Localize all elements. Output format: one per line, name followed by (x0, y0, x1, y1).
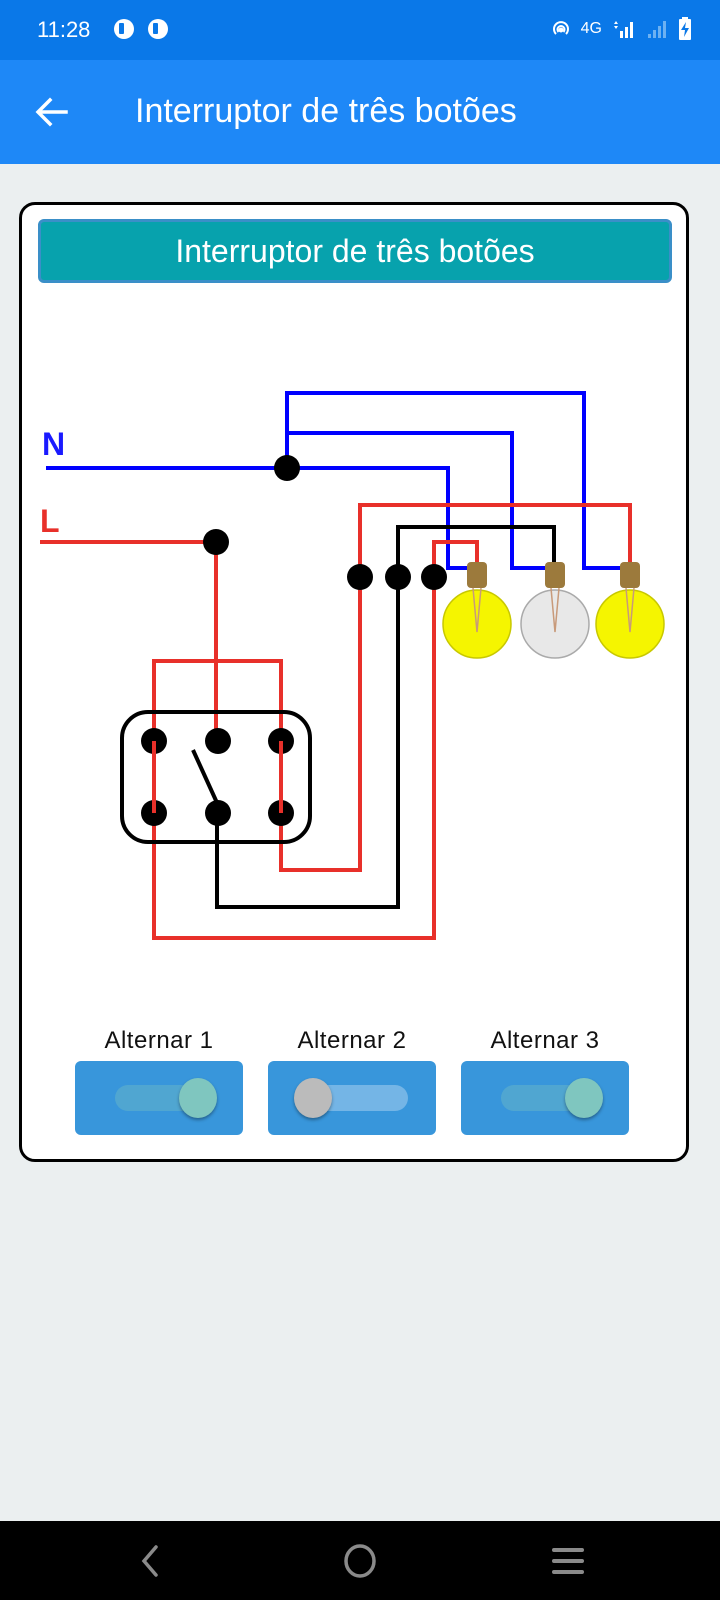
line-label: L (40, 503, 60, 539)
wiring-diagram: N L (40, 391, 665, 940)
toggle-label: Alternar 1 (104, 1027, 214, 1054)
status-icons: 4G (551, 16, 692, 42)
line-junction (203, 529, 229, 555)
hotspot-icon (552, 21, 569, 35)
home-icon (344, 1544, 376, 1578)
toggle-group-2: Alternar 2 (267, 1027, 437, 1135)
toggle-label: Alternar 3 (490, 1027, 600, 1054)
toggle-group-1: Alternar 1 (74, 1027, 244, 1135)
toggle-thumb[interactable] (179, 1078, 217, 1118)
nav-recents-button[interactable] (546, 1539, 590, 1583)
toggle-switch-1[interactable] (75, 1061, 243, 1135)
junctions (203, 455, 447, 590)
app-notification-icon (148, 19, 168, 39)
terminal-1 (347, 564, 373, 590)
neutral-wires (46, 391, 624, 570)
toggle-thumb[interactable] (294, 1078, 332, 1118)
signal-weak-icon (648, 21, 666, 38)
terminal-3 (421, 564, 447, 590)
return-wire-lamp1 (152, 540, 479, 940)
toggle-switch-3[interactable] (461, 1061, 629, 1135)
lamps (442, 562, 665, 659)
return-wire-lamp2 (215, 525, 556, 909)
neutral-label: N (42, 426, 65, 462)
nav-back-button[interactable] (130, 1539, 174, 1583)
lamp-1 (442, 562, 512, 659)
neutral-wire-lamp2 (285, 431, 550, 570)
back-nav-icon (141, 1545, 158, 1577)
toggle-switch-2[interactable] (268, 1061, 436, 1135)
card-header: Interruptor de três botões (38, 219, 672, 283)
bulb-socket (620, 562, 640, 588)
app-bar: Interruptor de três botões (0, 60, 720, 164)
lamp-2 (520, 562, 590, 659)
bulb-socket (545, 562, 565, 588)
lamp-3 (595, 562, 665, 659)
return-wire-lamp3 (279, 503, 632, 872)
neutral-wire-lamp3 (285, 391, 624, 570)
network-type: 4G (580, 20, 602, 37)
back-button[interactable] (30, 90, 74, 134)
switch-top-bridge (152, 659, 283, 743)
signal-icon (614, 21, 633, 38)
toggle-thumb[interactable] (565, 1078, 603, 1118)
nav-home-button[interactable] (338, 1539, 382, 1583)
bulb-filament (625, 587, 635, 633)
bulb-filament (550, 587, 560, 633)
arrow-left-icon (35, 97, 68, 127)
status-time: 11:28 (37, 17, 91, 42)
terminal-2 (385, 564, 411, 590)
toggle-label: Alternar 2 (297, 1027, 407, 1054)
battery-charging-icon (679, 17, 691, 40)
circuit-card: Interruptor de três botões N L (19, 202, 689, 1162)
app-notification-icon (114, 19, 134, 39)
page-title: Interruptor de três botões (135, 92, 517, 130)
recents-icon (552, 1548, 584, 1574)
bulb-filament (472, 587, 482, 633)
bulb-socket (467, 562, 487, 588)
neutral-junction (274, 455, 300, 481)
switch-box (120, 710, 312, 844)
system-nav-bar (0, 1521, 720, 1600)
status-bar: 11:28 4G (0, 0, 720, 60)
return-wires (215, 525, 556, 909)
neutral-main-wire (46, 466, 472, 570)
toggle-group-3: Alternar 3 (460, 1027, 630, 1135)
